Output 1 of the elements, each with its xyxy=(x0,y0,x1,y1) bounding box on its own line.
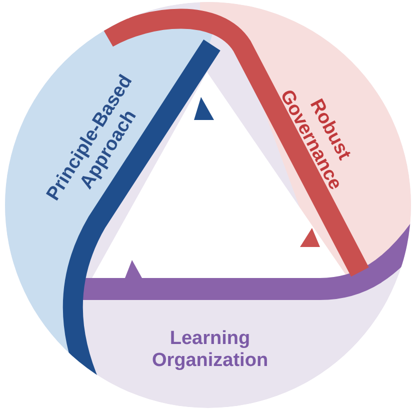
segment-label: Learning Organization xyxy=(110,328,310,372)
